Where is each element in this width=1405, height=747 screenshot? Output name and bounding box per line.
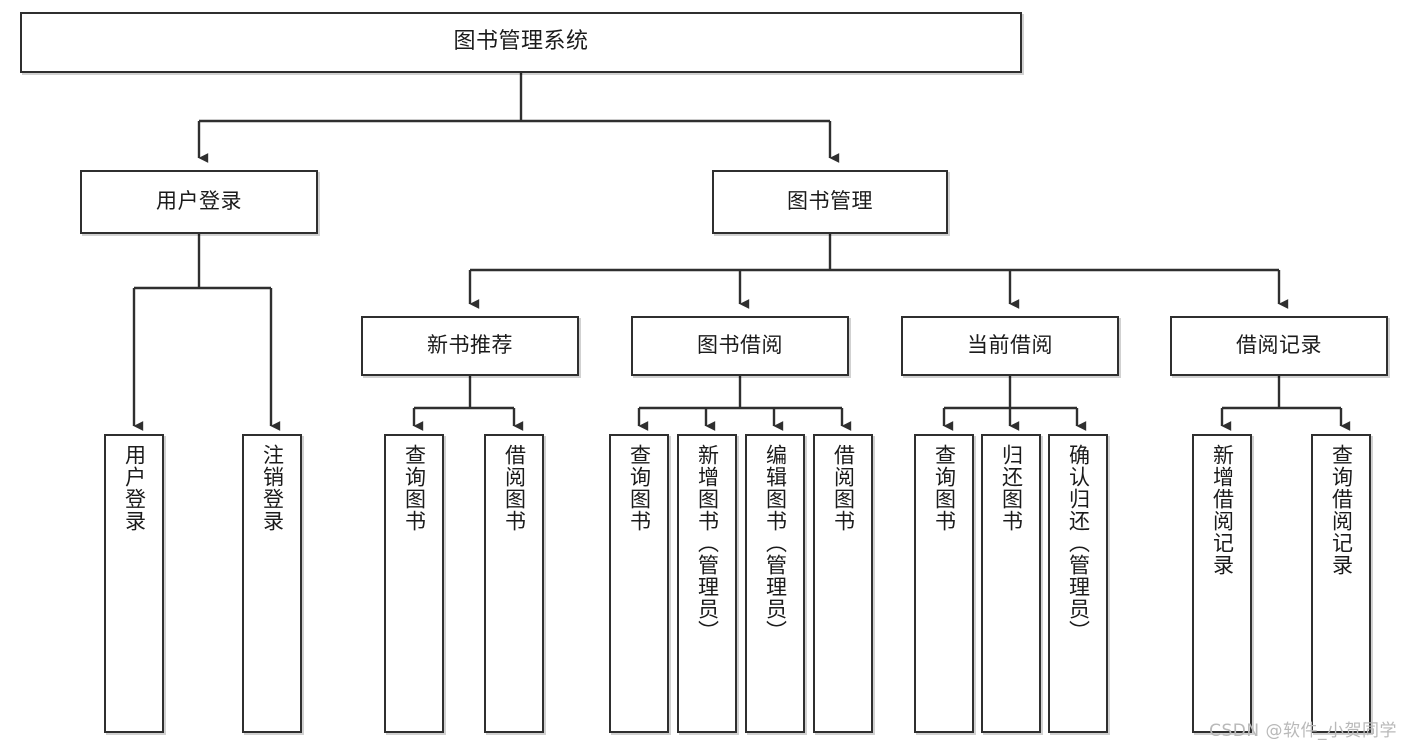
- node-user-login[interactable]: 用户登录: [80, 170, 318, 234]
- leaf-records-query-record[interactable]: 查询借阅记录: [1311, 434, 1371, 733]
- leaf-user-login-login[interactable]: 用户登录: [104, 434, 164, 733]
- leaf-borrow-borrow-book[interactable]: 借阅图书: [813, 434, 873, 733]
- node-user-login-label: 用户登录: [156, 189, 242, 214]
- csdn-watermark: CSDN @软件_小贺同学: [1209, 721, 1397, 741]
- leaf-current-query-book[interactable]: 查询图书: [914, 434, 974, 733]
- node-book-management-label: 图书管理: [787, 189, 873, 214]
- leaf-label: 归还图书: [999, 444, 1024, 532]
- leaf-borrow-query-book[interactable]: 查询图书: [609, 434, 669, 733]
- leaf-new-book-query[interactable]: 查询图书: [384, 434, 444, 733]
- leaf-current-confirm-return[interactable]: 确认归还（管理员）: [1048, 434, 1108, 733]
- leaf-borrow-edit-book[interactable]: 编辑图书（管理员）: [745, 434, 805, 733]
- node-borrow-records-label: 借阅记录: [1236, 333, 1322, 358]
- leaf-label: 确认归还（管理员）: [1066, 444, 1091, 642]
- leaf-label: 查询借阅记录: [1329, 444, 1354, 576]
- leaf-label: 注销登录: [260, 444, 285, 532]
- leaf-new-book-borrow[interactable]: 借阅图书: [484, 434, 544, 733]
- leaf-records-add-record[interactable]: 新增借阅记录: [1192, 434, 1252, 733]
- node-borrow-records[interactable]: 借阅记录: [1170, 316, 1388, 376]
- leaf-label: 编辑图书（管理员）: [763, 444, 788, 642]
- leaf-current-return-book[interactable]: 归还图书: [981, 434, 1041, 733]
- leaf-label: 新增图书（管理员）: [695, 444, 720, 642]
- node-new-book-recommend-label: 新书推荐: [427, 333, 513, 358]
- leaf-label: 用户登录: [122, 444, 147, 532]
- node-current-borrow[interactable]: 当前借阅: [901, 316, 1119, 376]
- node-current-borrow-label: 当前借阅: [967, 333, 1053, 358]
- leaf-label: 查询图书: [402, 444, 427, 532]
- node-book-management[interactable]: 图书管理: [712, 170, 948, 234]
- leaf-label: 查询图书: [932, 444, 957, 532]
- leaf-label: 新增借阅记录: [1210, 444, 1235, 576]
- leaf-label: 查询图书: [627, 444, 652, 532]
- node-book-borrow[interactable]: 图书借阅: [631, 316, 849, 376]
- node-book-borrow-label: 图书借阅: [697, 333, 783, 358]
- leaf-user-login-logout[interactable]: 注销登录: [242, 434, 302, 733]
- node-root-label: 图书管理系统: [453, 29, 589, 55]
- node-new-book-recommend[interactable]: 新书推荐: [361, 316, 579, 376]
- leaf-label: 借阅图书: [502, 444, 527, 532]
- node-root[interactable]: 图书管理系统: [20, 12, 1022, 73]
- leaf-borrow-add-book[interactable]: 新增图书（管理员）: [677, 434, 737, 733]
- leaf-label: 借阅图书: [831, 444, 856, 532]
